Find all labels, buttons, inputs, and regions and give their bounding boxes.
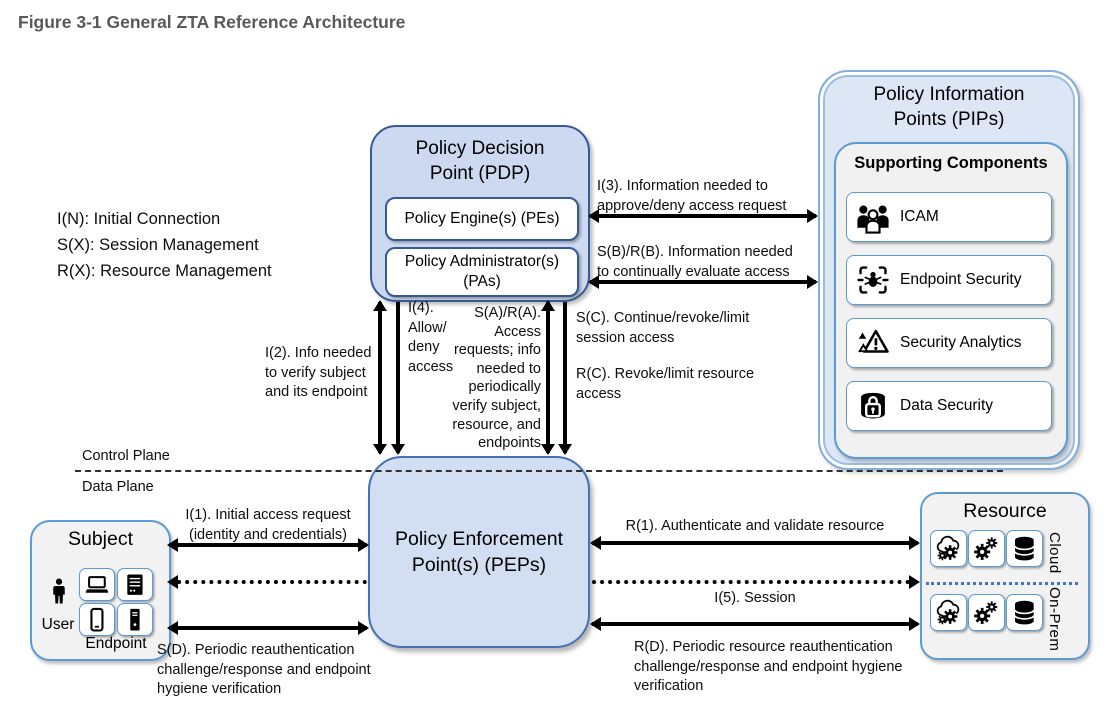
supporting-components-box: Supporting Components ICAM Endpoint Secu… bbox=[834, 142, 1068, 459]
arrow-i4-down bbox=[391, 302, 404, 455]
arrow-i3 bbox=[588, 209, 818, 222]
pips-item-data-security: Data Security bbox=[846, 381, 1052, 431]
legend-line-session-management: S(X): Session Management bbox=[57, 236, 259, 254]
flow-label-sa-ra: S(A)/R(A). Access requests; info needed … bbox=[452, 305, 541, 452]
flow-label-i3: I(3). Information needed to approve/deny… bbox=[597, 178, 787, 214]
icam-people-icon bbox=[856, 204, 890, 234]
pips-box: Policy Information Points (PIPs) Support… bbox=[818, 70, 1080, 470]
legend-line-initial-connection: I(N): Initial Connection bbox=[57, 210, 221, 228]
onprem-section-label: On-Prem bbox=[1046, 586, 1063, 652]
endpoint-tile bbox=[79, 568, 115, 601]
resource-title: Resource bbox=[963, 500, 1047, 522]
endpoint-tile bbox=[79, 603, 115, 636]
pips-item-label: Data Security bbox=[900, 397, 994, 414]
server-icon bbox=[126, 573, 144, 596]
pips-item-endpoint-security: Endpoint Security bbox=[846, 255, 1052, 305]
flow-label-sb-rb: S(B)/R(B). Information needed to continu… bbox=[597, 244, 793, 280]
flow-label-sc: S(C). Continue/revoke/limit session acce… bbox=[576, 310, 750, 346]
resource-tile bbox=[930, 594, 967, 631]
control-plane-label: Control Plane bbox=[82, 448, 170, 464]
pep-box: Policy Enforcement Point(s) (PEPs) bbox=[368, 456, 590, 648]
pips-item-label: ICAM bbox=[900, 208, 939, 225]
arrow-i2-up bbox=[373, 300, 386, 455]
cloud-services-icon bbox=[934, 598, 963, 627]
flow-label-i2: I(2). Info needed to verify subject and … bbox=[265, 345, 372, 400]
cloud-section-label: Cloud bbox=[1046, 532, 1063, 574]
flow-label-r1: R(1). Authenticate and validate resource bbox=[625, 518, 885, 534]
endpoint-label: Endpoint bbox=[85, 635, 147, 652]
warning-triangles-icon bbox=[857, 329, 889, 353]
arrow-sd bbox=[167, 621, 369, 634]
flow-label-rd: R(D). Periodic resource reauthentication… bbox=[634, 639, 903, 694]
endpoint-tile bbox=[117, 568, 153, 601]
arrow-sc-rc-down bbox=[558, 302, 571, 455]
resource-tile bbox=[1006, 530, 1043, 567]
arrow-r1 bbox=[590, 536, 920, 549]
smartphone-icon bbox=[90, 607, 104, 632]
resource-tile bbox=[930, 530, 967, 567]
pips-item-icam: ICAM bbox=[846, 192, 1052, 242]
resource-tile bbox=[1006, 594, 1043, 631]
data-plane-label: Data Plane bbox=[82, 479, 154, 495]
resource-tile bbox=[968, 530, 1005, 567]
legend-line-resource-management: R(X): Resource Management bbox=[57, 262, 272, 280]
resource-tile bbox=[968, 594, 1005, 631]
pips-item-label: Endpoint Security bbox=[900, 271, 1022, 288]
gears-icon bbox=[972, 598, 1001, 627]
cloud-onprem-separator bbox=[926, 582, 1078, 585]
lock-database-icon bbox=[859, 391, 887, 420]
desktop-tower-icon bbox=[129, 608, 141, 631]
user-label: User bbox=[41, 616, 75, 633]
arrow-sa-ra-up bbox=[541, 300, 554, 455]
bug-crosshair-icon bbox=[857, 266, 889, 294]
arrow-session-left bbox=[167, 575, 367, 589]
pdp-box: Policy Decision Point (PDP) Policy Engin… bbox=[370, 125, 590, 302]
user-person-icon bbox=[53, 578, 65, 604]
figure-title: Figure 3-1 General ZTA Reference Archite… bbox=[18, 12, 406, 32]
subject-box: Subject User Endpoint bbox=[30, 520, 171, 661]
pdp-title: Policy Decision Point (PDP) bbox=[415, 138, 545, 184]
laptop-icon bbox=[84, 575, 110, 594]
flow-label-i1: I(1). Initial access request (identity a… bbox=[185, 507, 351, 543]
arrow-i1 bbox=[167, 538, 369, 551]
pips-item-label: Security Analytics bbox=[900, 334, 1022, 351]
pips-item-security-analytics: Security Analytics bbox=[846, 318, 1052, 368]
supporting-components-title: Supporting Components bbox=[854, 154, 1048, 172]
flow-label-i5: I(5). Session bbox=[714, 590, 796, 606]
flow-label-i4: I(4). Allow/ deny access bbox=[408, 300, 454, 375]
arrow-session-right bbox=[592, 575, 920, 589]
pips-title: Policy Information Points (PIPs) bbox=[873, 84, 1025, 130]
flow-label-rc: R(C). Revoke/limit resource access bbox=[576, 366, 755, 402]
plane-divider-line bbox=[75, 470, 1003, 472]
database-icon bbox=[1014, 600, 1035, 626]
endpoint-tile bbox=[117, 603, 153, 636]
resource-box: Resource Cloud On-Prem bbox=[920, 492, 1090, 660]
database-icon bbox=[1014, 536, 1035, 562]
subject-title: Subject bbox=[67, 528, 134, 550]
flow-label-sd: S(D). Periodic reauthentication challeng… bbox=[157, 642, 371, 697]
arrow-rd bbox=[590, 617, 920, 630]
policy-administrators-box: Policy Administrator(s) (PAs) bbox=[385, 247, 579, 297]
policy-engines-box: Policy Engine(s) (PEs) bbox=[385, 197, 579, 241]
flow-legend: I(N): Initial Connection S(X): Session M… bbox=[57, 206, 272, 284]
gears-icon bbox=[972, 534, 1001, 563]
cloud-services-icon bbox=[934, 534, 963, 563]
arrow-sb-rb bbox=[588, 275, 818, 288]
